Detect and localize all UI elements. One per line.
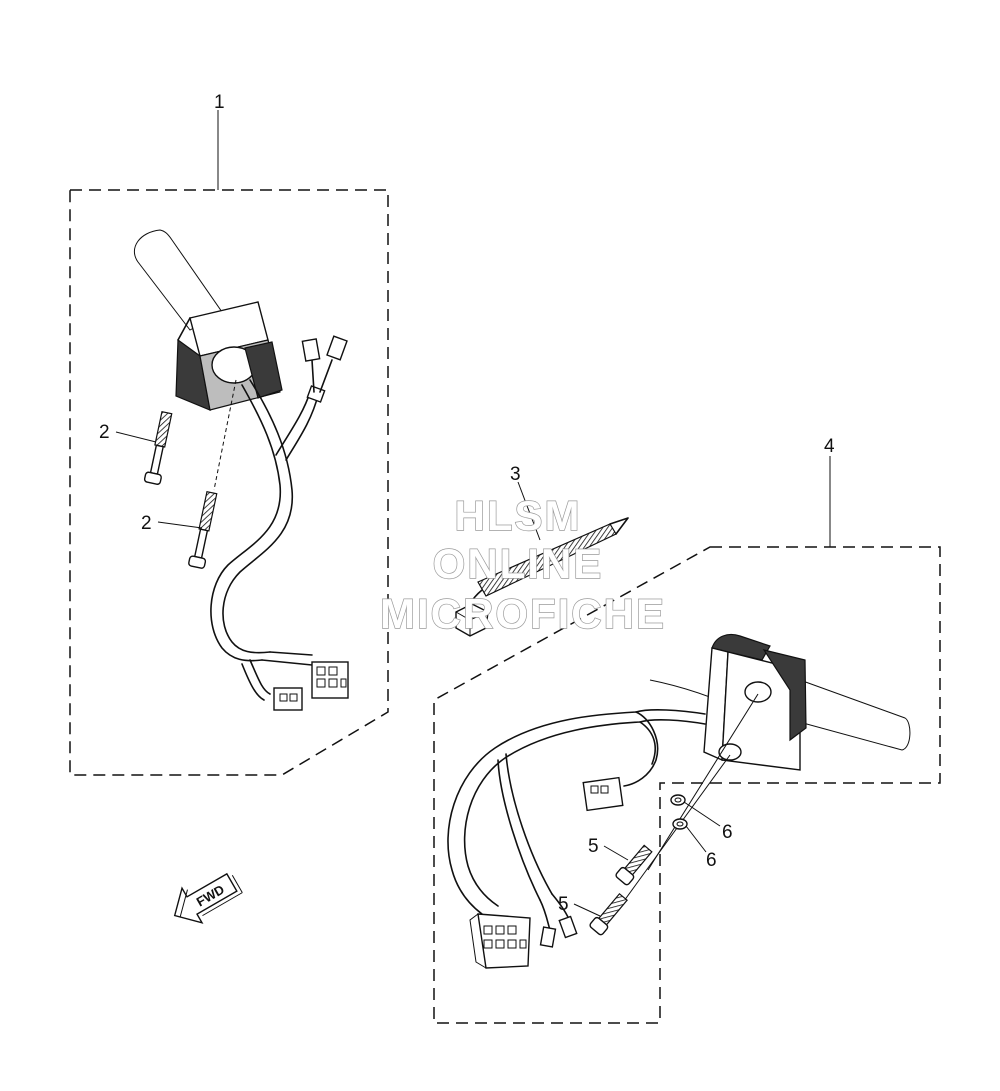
callout-6-upper: 6 [722, 822, 733, 843]
leader-2-lower [157, 521, 203, 529]
right-connector-large [469, 913, 531, 969]
callout-1: 1 [214, 92, 225, 113]
left-connector-small [273, 687, 303, 711]
leader-5-upper [603, 845, 629, 861]
leader-screw-hole-line [213, 379, 237, 491]
watermark: HLSM ONLINE MICROFICHE [379, 491, 666, 637]
left-switch-housing [175, 301, 283, 411]
assembly-4-dashed-outline [433, 546, 941, 1024]
right-wire-harness [447, 709, 706, 969]
watermark-line-3: MICROFICHE [380, 590, 666, 637]
cable-tie-part-3: 3 [455, 464, 629, 637]
left-switch-assembly-group: 1 2 2 [69, 92, 389, 776]
left-wire-harness [210, 335, 349, 711]
callout-2-upper: 2 [99, 422, 110, 443]
right-handle-grip [791, 679, 911, 751]
leader-6-upper [683, 801, 721, 827]
callout-3: 3 [510, 464, 521, 485]
watermark-line-1: HLSM [455, 492, 582, 539]
fwd-direction-arrow: FWD [173, 872, 243, 924]
screw-2-lower [188, 490, 218, 569]
screw-5-upper [615, 844, 653, 886]
watermark-line-2: ONLINE [433, 540, 604, 587]
screw-5-lower [589, 892, 628, 936]
washer-6-lower [672, 818, 688, 830]
callout-5-upper: 5 [588, 836, 599, 857]
callout-6-lower: 6 [706, 850, 717, 871]
callout-4: 4 [824, 436, 835, 457]
leader-5-lower [573, 903, 601, 917]
callout-5-lower: 5 [558, 894, 569, 915]
right-switch-housing [703, 633, 807, 771]
leader-6-lower [685, 825, 707, 853]
screw-2-upper [143, 410, 173, 485]
callout-2-lower: 2 [141, 513, 152, 534]
leader-3 [517, 481, 541, 541]
right-switch-assembly-group: 4 5 5 6 6 [433, 436, 941, 1024]
leader-2-upper [115, 431, 157, 443]
washer-6-upper [670, 794, 686, 806]
left-connector-6pin [311, 661, 349, 699]
assembly-1-dashed-outline [69, 189, 389, 776]
